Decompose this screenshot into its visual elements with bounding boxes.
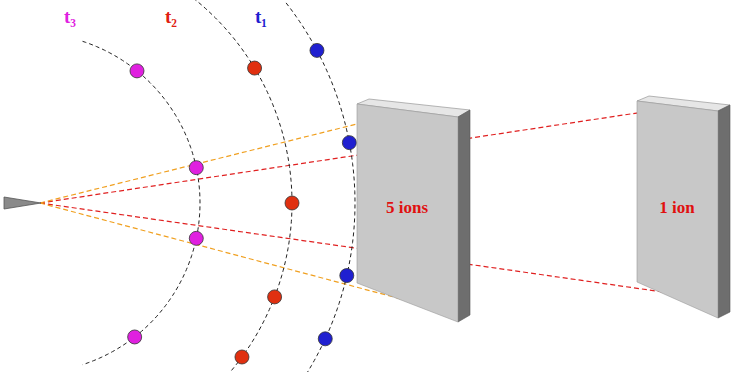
ray-line: [40, 203, 405, 300]
ray-line: [40, 108, 670, 203]
plate-side: [458, 110, 470, 322]
ion-dot: [248, 61, 262, 75]
time-label: t₂: [165, 6, 177, 28]
ion-dot: [235, 350, 249, 364]
ion-source: [4, 197, 41, 209]
ion-dot: [342, 136, 356, 150]
plate-side: [718, 105, 730, 318]
detector-plate: 1 ion: [634, 95, 734, 321]
ion-dot: [318, 332, 332, 346]
detector-plate: 5 ions: [354, 98, 474, 326]
wavefront-arc: [188, 0, 292, 372]
ion-dot: [189, 161, 203, 175]
ion-dot: [130, 64, 144, 78]
time-label: t₁: [255, 6, 267, 28]
ion-dot: [189, 231, 203, 245]
ion-dot: [285, 196, 299, 210]
ion-dot: [340, 269, 354, 283]
plate-front: [357, 104, 458, 322]
wavefront-arc: [83, 41, 200, 364]
ion-count: 5 ions: [386, 198, 428, 218]
ion-dot: [268, 290, 282, 304]
time-label: t₃: [64, 6, 76, 28]
ion-dot: [310, 43, 324, 57]
ray-line: [40, 112, 405, 203]
ion-count: 1 ion: [659, 198, 694, 218]
plate-front: [637, 101, 718, 318]
ion-dot: [128, 330, 142, 344]
wavefront-arc: [286, 3, 355, 372]
ray-line: [40, 203, 670, 293]
